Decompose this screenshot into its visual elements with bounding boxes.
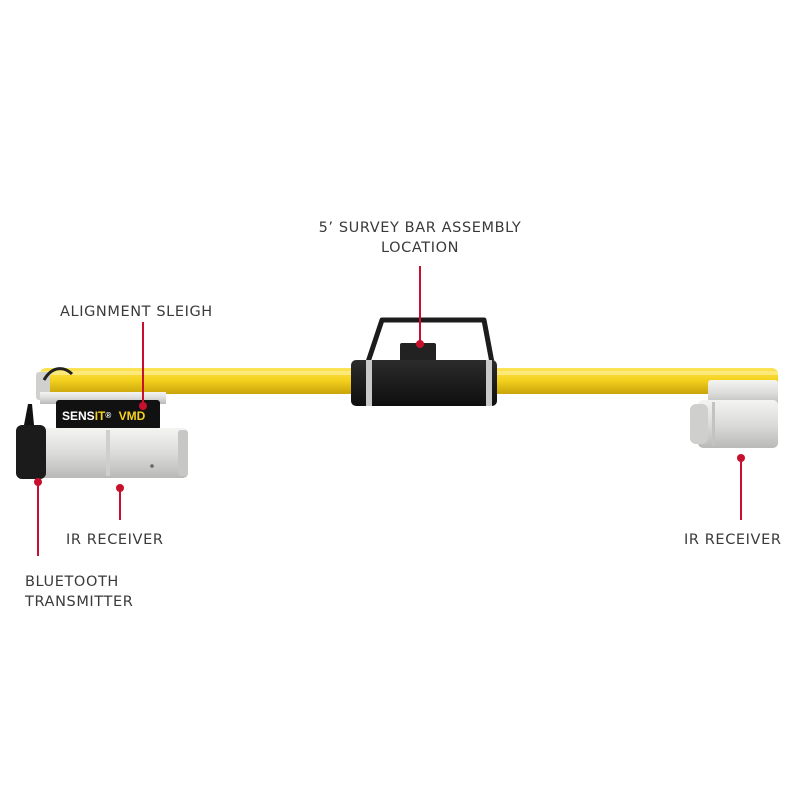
survey-bar-clamp xyxy=(351,317,497,406)
survey-bar-callout: 5’ SURVEY BAR ASSEMBLY LOCATION xyxy=(290,218,550,258)
right-ir-receiver xyxy=(690,380,778,448)
brand-reg-mark: ® xyxy=(105,411,112,420)
survey-bar-callout-line2: LOCATION xyxy=(380,240,460,256)
product-label: SENSIT® VMD xyxy=(62,407,156,425)
bluetooth-transmitter xyxy=(16,404,46,479)
ir-receiver-right-callout: IR RECEIVER xyxy=(684,532,782,548)
model-text: VMD xyxy=(118,409,146,423)
callout-markers xyxy=(34,266,745,556)
bluetooth-callout: BLUETOOTH TRANSMITTER xyxy=(25,572,133,612)
left-ir-receiver xyxy=(38,428,188,478)
bluetooth-callout-line2: TRANSMITTER xyxy=(25,594,134,610)
brand-text-a: SENS xyxy=(62,409,95,423)
brand-text-b: IT xyxy=(94,409,106,423)
bluetooth-callout-line1: BLUETOOTH xyxy=(25,574,119,590)
survey-bar-callout-line1: 5’ SURVEY BAR ASSEMBLY xyxy=(318,220,522,236)
ir-receiver-left-callout: IR RECEIVER xyxy=(66,532,164,548)
alignment-sleigh-callout: ALIGNMENT SLEIGH xyxy=(60,304,213,320)
alignment-sleigh xyxy=(36,367,166,430)
